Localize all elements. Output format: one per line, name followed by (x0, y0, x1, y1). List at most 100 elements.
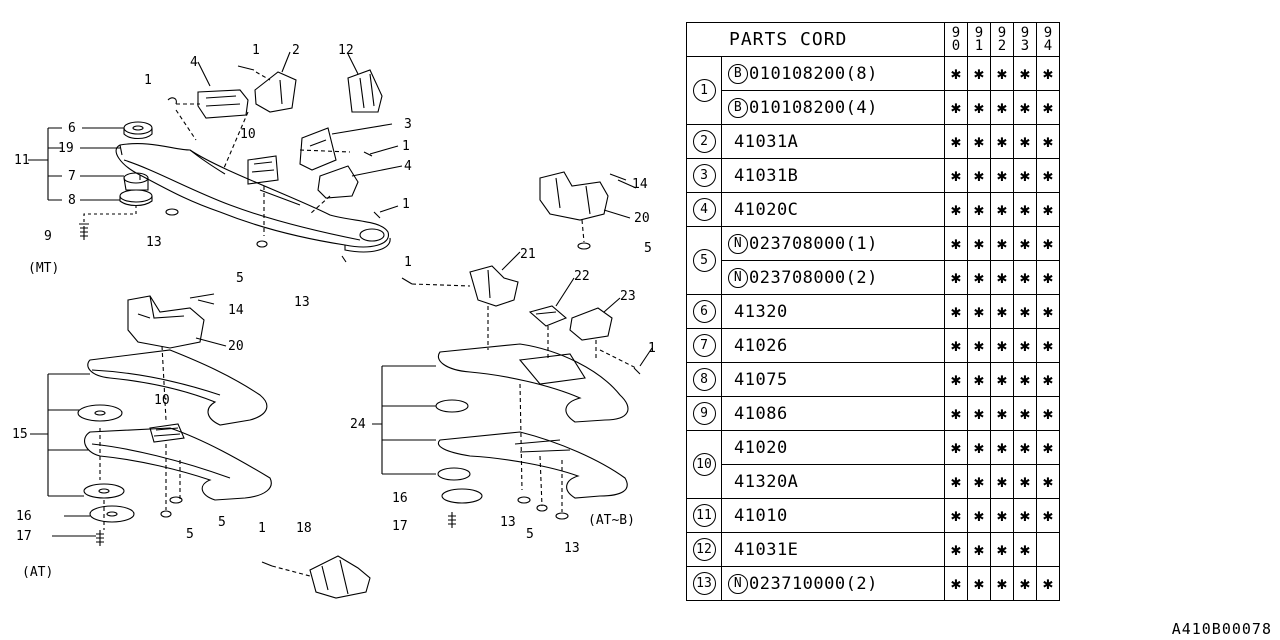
applicability-mark: ✱ (1042, 199, 1054, 220)
callout-3: 3 (404, 117, 412, 132)
applicability-cell: ✱ (944, 158, 968, 193)
applicability-mark: ✱ (1042, 267, 1054, 288)
applicability-cell: ✱ (1013, 498, 1037, 533)
callout-20: 20 (228, 339, 244, 354)
applicability-cell: ✱ (990, 430, 1014, 465)
applicability-mark: ✱ (1042, 131, 1054, 152)
callout-5: 5 (236, 271, 244, 286)
part-code-cell: 41020C (721, 192, 945, 227)
ref-number-cell: 6 (686, 294, 722, 329)
applicability-cell: ✱ (967, 430, 991, 465)
applicability-mark: ✱ (1042, 471, 1054, 492)
ref-number-cell: 9 (686, 396, 722, 431)
applicability-mark: ✱ (950, 539, 962, 560)
applicability-cell: ✱ (990, 226, 1014, 261)
applicability-cell: ✱ (1013, 158, 1037, 193)
part-code: 41031A (734, 131, 799, 152)
part-code: 41010 (734, 505, 788, 526)
mt-mount-stack (79, 121, 153, 240)
applicability-cell (1036, 532, 1060, 567)
ref-number: 4 (692, 198, 716, 221)
applicability-mark: ✱ (1019, 539, 1031, 560)
callout-2: 2 (292, 43, 300, 58)
atb-group-bracket (372, 365, 436, 475)
applicability-mark: ✱ (996, 165, 1008, 186)
applicability-cell: ✱ (944, 90, 968, 125)
callout-16: 16 (16, 509, 32, 524)
applicability-mark: ✱ (996, 131, 1008, 152)
callout-14: 14 (632, 177, 648, 192)
applicability-mark: ✱ (996, 233, 1008, 254)
callout-19: 19 (58, 141, 74, 156)
applicability-cell: ✱ (967, 192, 991, 227)
part-code-cell: 41075 (721, 362, 945, 397)
part-code: 41020C (734, 199, 799, 220)
applicability-mark: ✱ (1042, 97, 1054, 118)
applicability-mark: ✱ (1019, 267, 1031, 288)
small-fasteners (160, 208, 641, 520)
applicability-cell: ✱ (944, 192, 968, 227)
applicability-cell: ✱ (1013, 294, 1037, 329)
callout-22: 22 (574, 269, 590, 284)
part-prefix-badge: N (728, 267, 748, 288)
part-code-cell: 41086 (721, 396, 945, 431)
applicability-mark: ✱ (1019, 63, 1031, 84)
applicability-mark: ✱ (973, 199, 985, 220)
callout-6: 6 (68, 121, 76, 136)
applicability-mark: ✱ (973, 97, 985, 118)
applicability-cell: ✱ (990, 260, 1014, 295)
part-code: 023710000(2) (749, 573, 878, 594)
callout-5: 5 (644, 241, 652, 256)
callout-23: 23 (620, 289, 636, 304)
applicability-cell: ✱ (967, 464, 991, 499)
applicability-mark: ✱ (973, 233, 985, 254)
applicability-mark: ✱ (950, 301, 962, 322)
applicability-cell: ✱ (1013, 260, 1037, 295)
part-code: 023708000(2) (749, 267, 878, 288)
ref-number-cell: 2 (686, 124, 722, 159)
applicability-mark: ✱ (973, 573, 985, 594)
ref-number: 10 (692, 453, 716, 476)
applicability-mark: ✱ (950, 199, 962, 220)
applicability-cell: ✱ (967, 124, 991, 159)
applicability-cell: ✱ (1036, 56, 1060, 91)
applicability-cell: ✱ (990, 124, 1014, 159)
callout-11: 11 (14, 153, 30, 168)
atb-crossmember (435, 343, 629, 528)
callout-24: 24 (350, 417, 366, 432)
mt-brackets (167, 65, 383, 219)
part-code: 41075 (734, 369, 788, 390)
applicability-mark: ✱ (973, 165, 985, 186)
applicability-cell: ✱ (944, 498, 968, 533)
applicability-cell: ✱ (967, 260, 991, 295)
part-code: 41320A (734, 471, 799, 492)
part-code: 023708000(1) (749, 233, 878, 254)
applicability-mark: ✱ (1042, 165, 1054, 186)
applicability-mark: ✱ (973, 505, 985, 526)
applicability-cell: ✱ (1013, 430, 1037, 465)
part-code-cell: 41320A (721, 464, 945, 499)
ref-number-cell: 4 (686, 192, 722, 227)
applicability-cell: ✱ (944, 328, 968, 363)
ref-number-cell: 13 (686, 566, 722, 601)
applicability-mark: ✱ (973, 267, 985, 288)
applicability-cell: ✱ (990, 396, 1014, 431)
applicability-cell: ✱ (1013, 226, 1037, 261)
applicability-mark: ✱ (996, 63, 1008, 84)
ref-number: 7 (692, 334, 716, 357)
callout-leaders (52, 51, 653, 537)
applicability-cell: ✱ (1013, 90, 1037, 125)
part-prefix-badge: B (728, 63, 748, 84)
applicability-cell: ✱ (967, 532, 991, 567)
applicability-mark: ✱ (996, 471, 1008, 492)
